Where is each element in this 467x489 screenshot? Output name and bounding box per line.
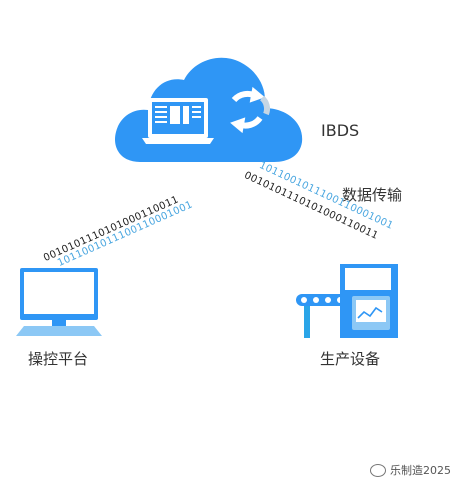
equipment-label: 生产设备 [320,350,381,368]
cloud-label: IBDS [321,121,360,140]
left-light-bit-stream: 1011001011100110001001 [56,199,195,270]
sync-icon [230,86,271,134]
machine-icon [296,264,398,338]
watermark: 乐制造2025 [370,462,451,478]
laptop-icon [142,98,214,144]
cloud-icon [115,57,303,163]
left-dark-bit-stream: 0010101110101000110011 [42,194,181,265]
watermark-text: 乐制造2025 [390,464,451,477]
monitor-icon [16,268,102,336]
transfer-label: 数据传输 [342,186,403,204]
wechat-icon [370,463,386,477]
platform-label: 操控平台 [28,350,89,368]
